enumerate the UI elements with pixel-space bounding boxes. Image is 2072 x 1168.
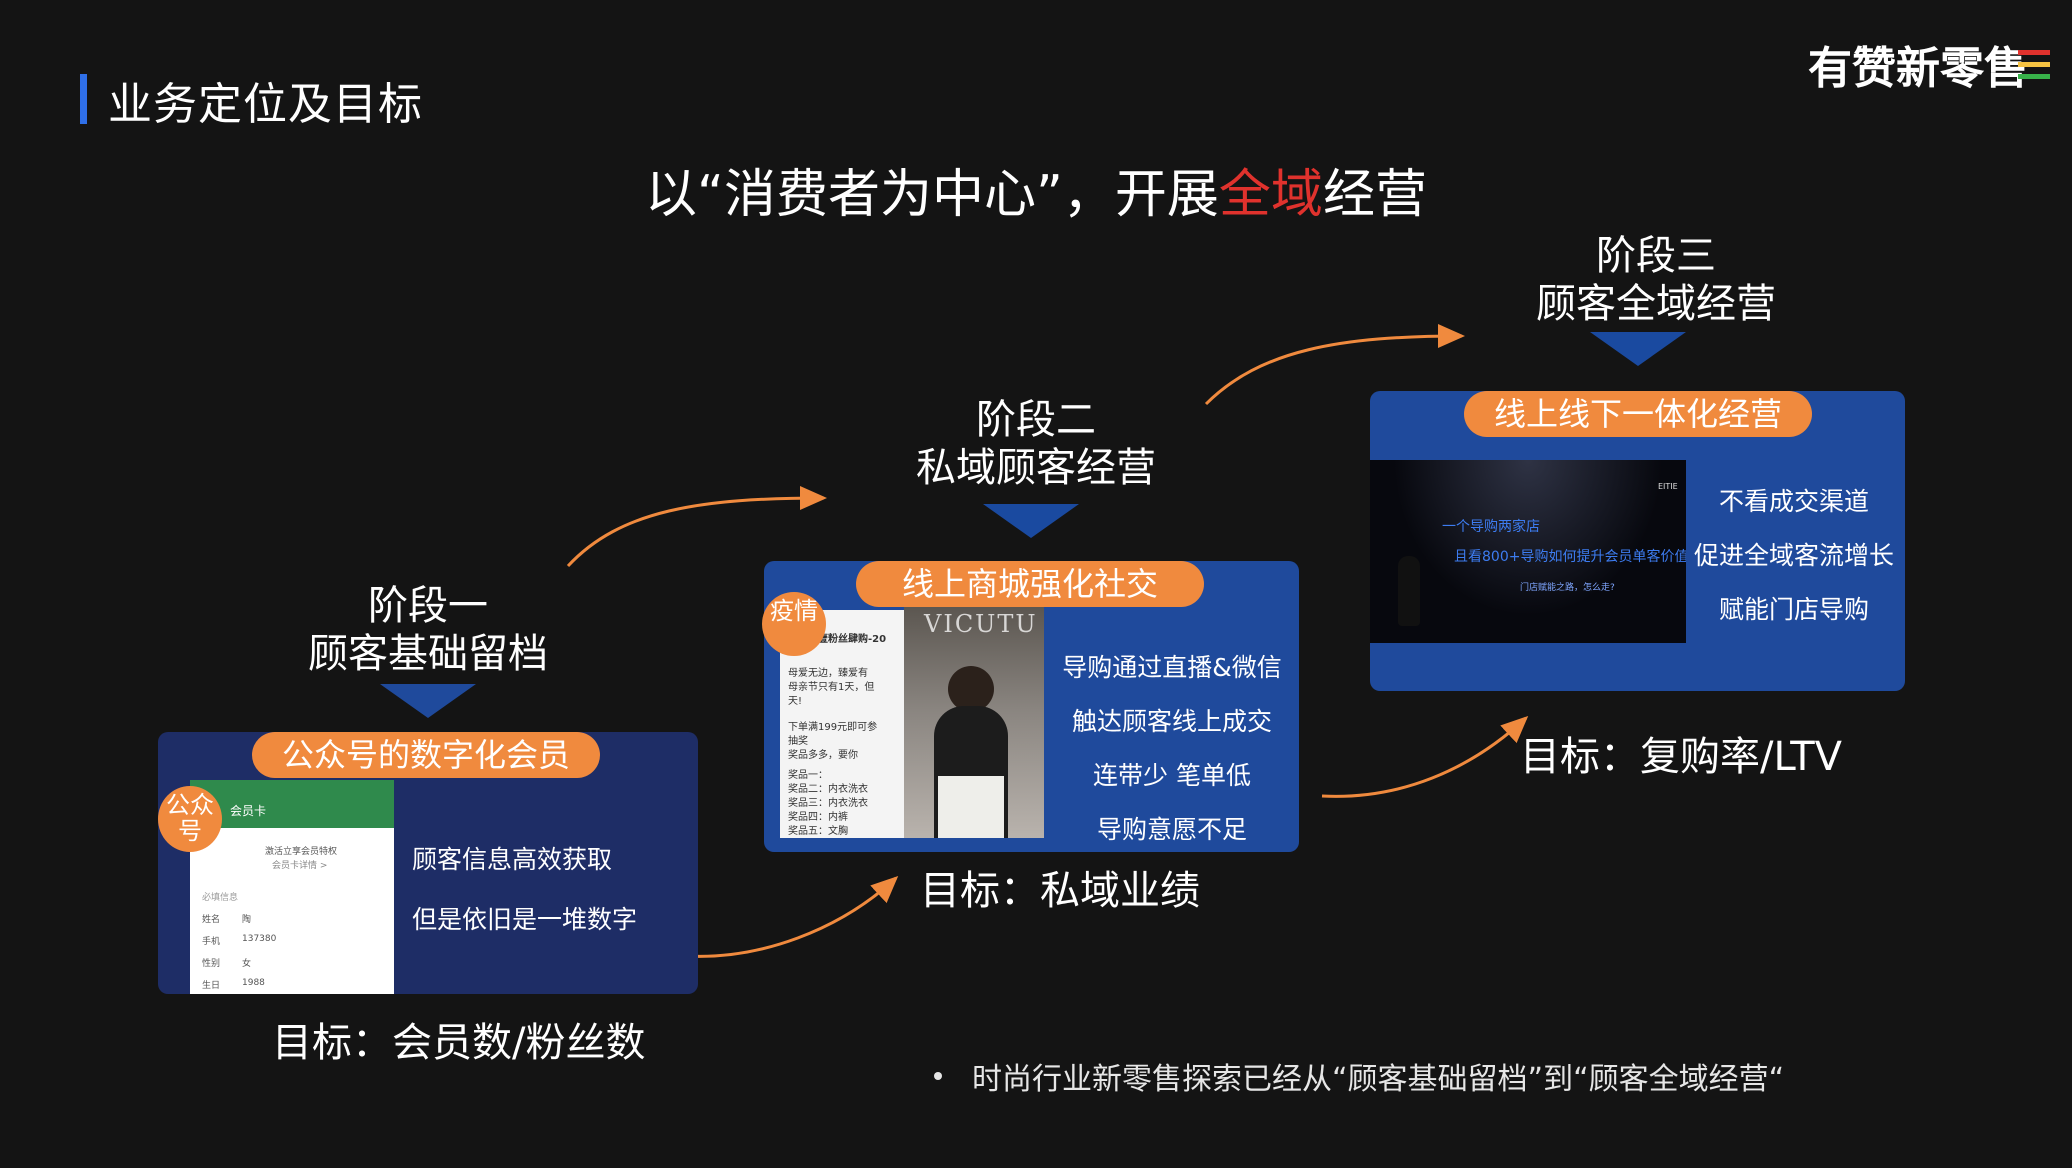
logo-stripe-green [2018,74,2050,79]
member-card-row-value: 女 [242,959,252,969]
chat-line: 母爱无边，臻爱有 [788,668,868,679]
member-card-row-label: 生日 [202,981,221,991]
headline-highlight: 全域 [1218,165,1323,225]
stage-3-subtitle: 顾客全域经营 [1536,281,1776,327]
title-accent-bar [80,74,87,124]
headline-prefix: 以“消费者为中心”，开展 [645,165,1219,225]
stage-2-goal: 目标：私域业绩 [920,868,1200,914]
presenter-skirt [938,776,1004,838]
event-line1: 一个导购两家店 [1442,519,1540,535]
chat-line: 奖品三：内衣洗衣 [788,798,868,809]
stage-2-subtitle: 私域顾客经营 [916,445,1156,491]
event-stage-screenshot: 一个导购两家店 且看800+导购如何提升会员单客价值 门店赋能之路，怎么走? E… [1370,460,1686,643]
stage-3-point: 促进全域客流增长 [1693,541,1894,570]
member-card-row-label: 手机 [202,937,221,947]
presenter-head [948,666,994,712]
member-card-row-label: 性别 [202,959,221,969]
member-card-section: 必填信息 [202,893,239,903]
member-card-header [190,780,394,828]
live-stream-screenshot: VICUTU [904,606,1044,838]
stage-3-name: 阶段三 [1596,233,1716,279]
headline-suffix: 经营 [1322,165,1427,225]
stage-3-pill: 线上线下一体化经营 [1464,391,1812,437]
chat-line: 母亲节只有1天，但 [788,682,875,693]
member-card-screenshot: 会员卡 激活立享会员特权 会员卡详情 > 必填信息 姓名 陶 手机 137380… [190,780,394,994]
stage-3-label: 阶段三 顾客全域经营 [1516,232,1796,328]
chat-line: 奖品四：内裤 [788,812,848,823]
stage-3-pointer [1590,332,1686,366]
stage-1-tag: 公众号 [158,786,222,852]
brand-logo: 有赞新零售 [1808,32,2058,94]
arrow-stage2-goal [1321,715,1529,798]
chat-line: 下单满199元即可参 [788,722,878,733]
chat-line: 奖品多多，要你 [788,750,858,761]
chat-line: 奖品五：文胸 [788,826,848,837]
stage-1-label: 阶段一 顾客基础留档 [288,582,568,678]
stage-1-point: 但是依旧是一堆数字 [412,905,638,934]
event-speaker [1398,556,1420,626]
member-card-title: 会员卡 [230,804,267,818]
note-bullet [934,1072,942,1080]
event-line2: 且看800+导购如何提升会员单客价值 [1454,549,1686,565]
page-title: 业务定位及目标 [108,79,423,130]
stage-3-goal: 目标：复购率/LTV [1520,734,1843,780]
logo-stripe-yellow [2018,62,2050,67]
stage-2-pill: 线上商城强化社交 [856,561,1204,607]
live-stream-logo: VICUTU [924,610,1038,638]
stage-2-point: 导购通过直播&微信 [1062,653,1282,682]
stage-2-label: 阶段二 私域顾客经营 [896,396,1176,492]
logo-stripe-red [2018,50,2050,55]
stage-2-tag: 疫情 [762,592,826,656]
stage-2-point: 触达顾客线上成交 [1071,707,1272,736]
stage-2-name: 阶段二 [976,397,1096,443]
member-card-row-value: 陶 [242,915,252,925]
member-card-line2: 会员卡详情 > [272,861,328,871]
member-card-row-value: 137380 [242,934,277,944]
member-card-line1: 激活立享会员特权 [265,847,338,857]
stage-1-point: 顾客信息高效获取 [412,845,613,874]
arrow-stage1-up [566,486,827,568]
arrow-stage1-goal [685,875,899,958]
arrow-stage2-up [1204,324,1465,406]
event-corner-logo: EITIE [1658,482,1678,491]
stage-2-point: 导购意愿不足 [1096,815,1247,844]
stage-spotlight [1370,460,1686,643]
stage-3-point: 不看成交渠道 [1718,487,1869,516]
event-line3: 门店赋能之路，怎么走? [1520,583,1615,593]
stage-1-goal: 目标：会员数/粉丝数 [272,1020,646,1066]
chat-line: 水汇统壹粉丝肆购-20 [788,634,887,645]
bottom-note: 时尚行业新零售探索已经从“顾客基础留档”到“顾客全域经营“ [972,1062,1785,1097]
stage-1-subtitle: 顾客基础留档 [308,631,548,677]
logo-text: 有赞新零售 [1808,43,2028,94]
chat-line: 奖品二：内衣洗衣 [788,784,868,795]
stage-3-point: 赋能门店导购 [1718,595,1869,624]
chat-line: 抽奖 [788,736,808,747]
stage-1-pointer [380,684,476,718]
stage-1-pill: 公众号的数字化会员 [252,732,600,778]
member-card-row-value: 1988 [242,978,265,988]
headline: 以“消费者为中心”，开展全域经营 [0,152,2072,227]
stage-2-pointer [983,504,1079,538]
chat-line: 天! [788,696,803,707]
chat-line: 奖品一： [788,770,828,781]
stage-1-name: 阶段一 [368,583,488,629]
stage-2-point: 连带少 笔单低 [1093,761,1251,790]
member-card-row-label: 姓名 [202,915,221,925]
